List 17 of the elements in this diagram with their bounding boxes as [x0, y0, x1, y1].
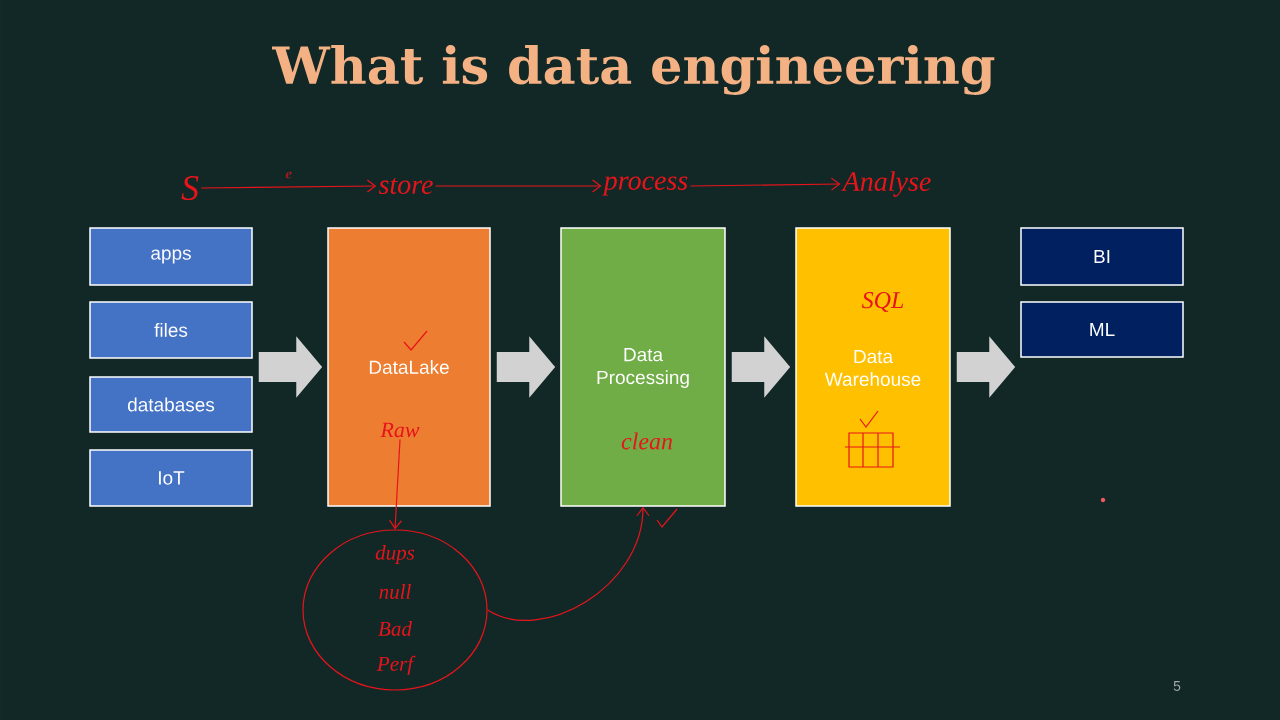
source-box: IoT: [89, 449, 253, 507]
output-box: BI: [1020, 227, 1184, 286]
source-box: files: [89, 301, 253, 359]
handwritten-word: Raw: [380, 422, 420, 438]
title: What is data engineering: [272, 44, 995, 96]
output-box: ML: [1020, 301, 1184, 358]
handwritten-word: store: [378, 178, 433, 194]
circled-notes: dups null Bad Perf: [302, 529, 488, 691]
edge-label: e: [284, 170, 293, 180]
handwritten-word: SQL: [861, 292, 904, 312]
source-box: databases: [89, 376, 253, 433]
handwritten-word: S: [181, 175, 199, 201]
page-number: 5: [1173, 681, 1181, 691]
handwritten-word: clean: [621, 432, 672, 450]
handwritten-word: Analyse: [841, 171, 931, 197]
handwritten-word: process: [602, 176, 688, 196]
source-box: apps: [89, 227, 253, 286]
